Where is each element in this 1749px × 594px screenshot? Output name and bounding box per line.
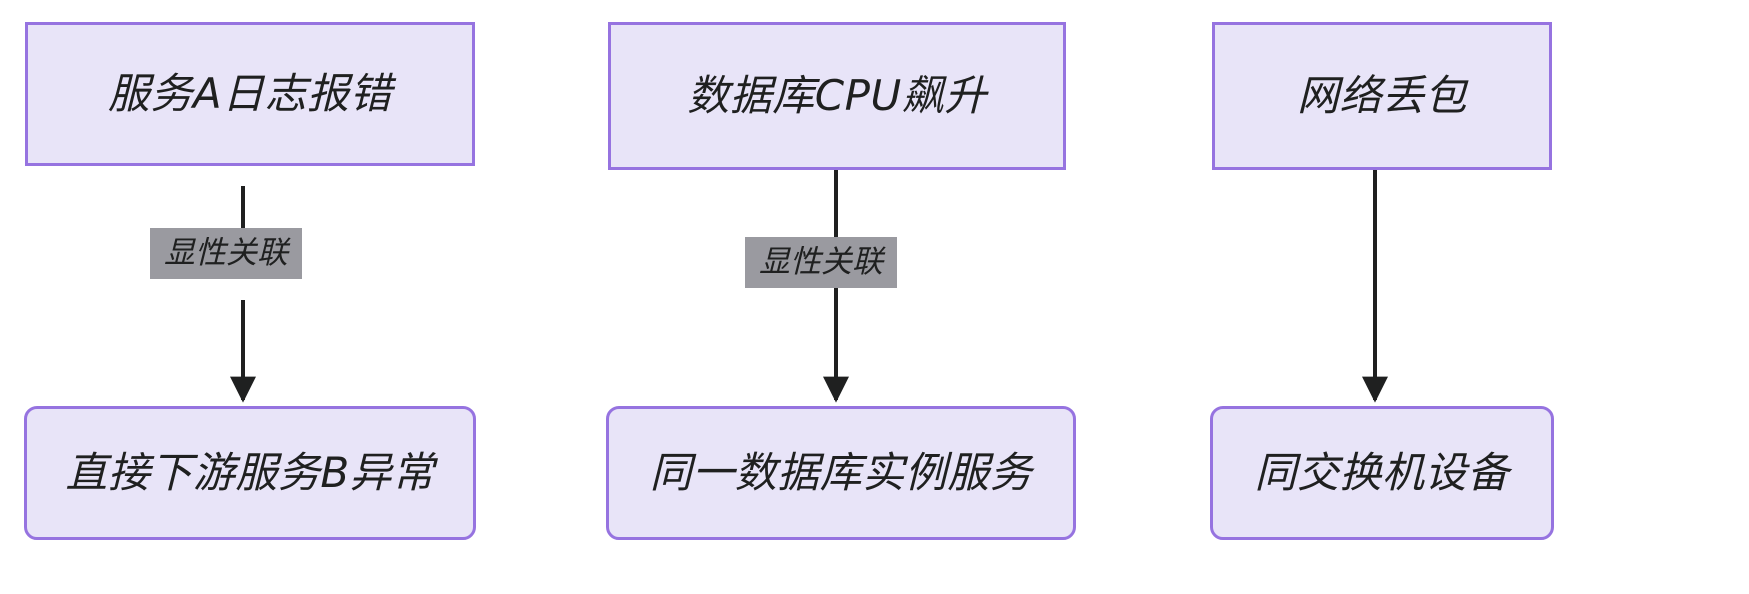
node-label-same-database-instance-service: 同一数据库实例服务	[649, 447, 1033, 497]
node-same-switch-device[interactable]: 同交换机设备	[1210, 406, 1554, 540]
node-downstream-service-b-abnormal[interactable]: 直接下游服务B异常	[24, 406, 476, 540]
node-service-log-error[interactable]: 服务A日志报错	[25, 22, 475, 166]
node-label-downstream-service-b-abnormal: 直接下游服务B异常	[65, 447, 435, 497]
node-label-same-switch-device: 同交换机设备	[1254, 447, 1510, 497]
node-label-database-cpu-spike: 数据库CPU飙升	[687, 70, 987, 120]
node-same-database-instance-service[interactable]: 同一数据库实例服务	[606, 406, 1076, 540]
edge-label-service: 显性关联	[150, 228, 302, 279]
node-database-cpu-spike[interactable]: 数据库CPU飙升	[608, 22, 1066, 170]
node-label-service-log-error: 服务A日志报错	[107, 68, 393, 118]
node-network-packet-loss[interactable]: 网络丢包	[1212, 22, 1552, 170]
edge-label-database: 显性关联	[745, 237, 897, 288]
node-label-network-packet-loss: 网络丢包	[1296, 70, 1467, 120]
